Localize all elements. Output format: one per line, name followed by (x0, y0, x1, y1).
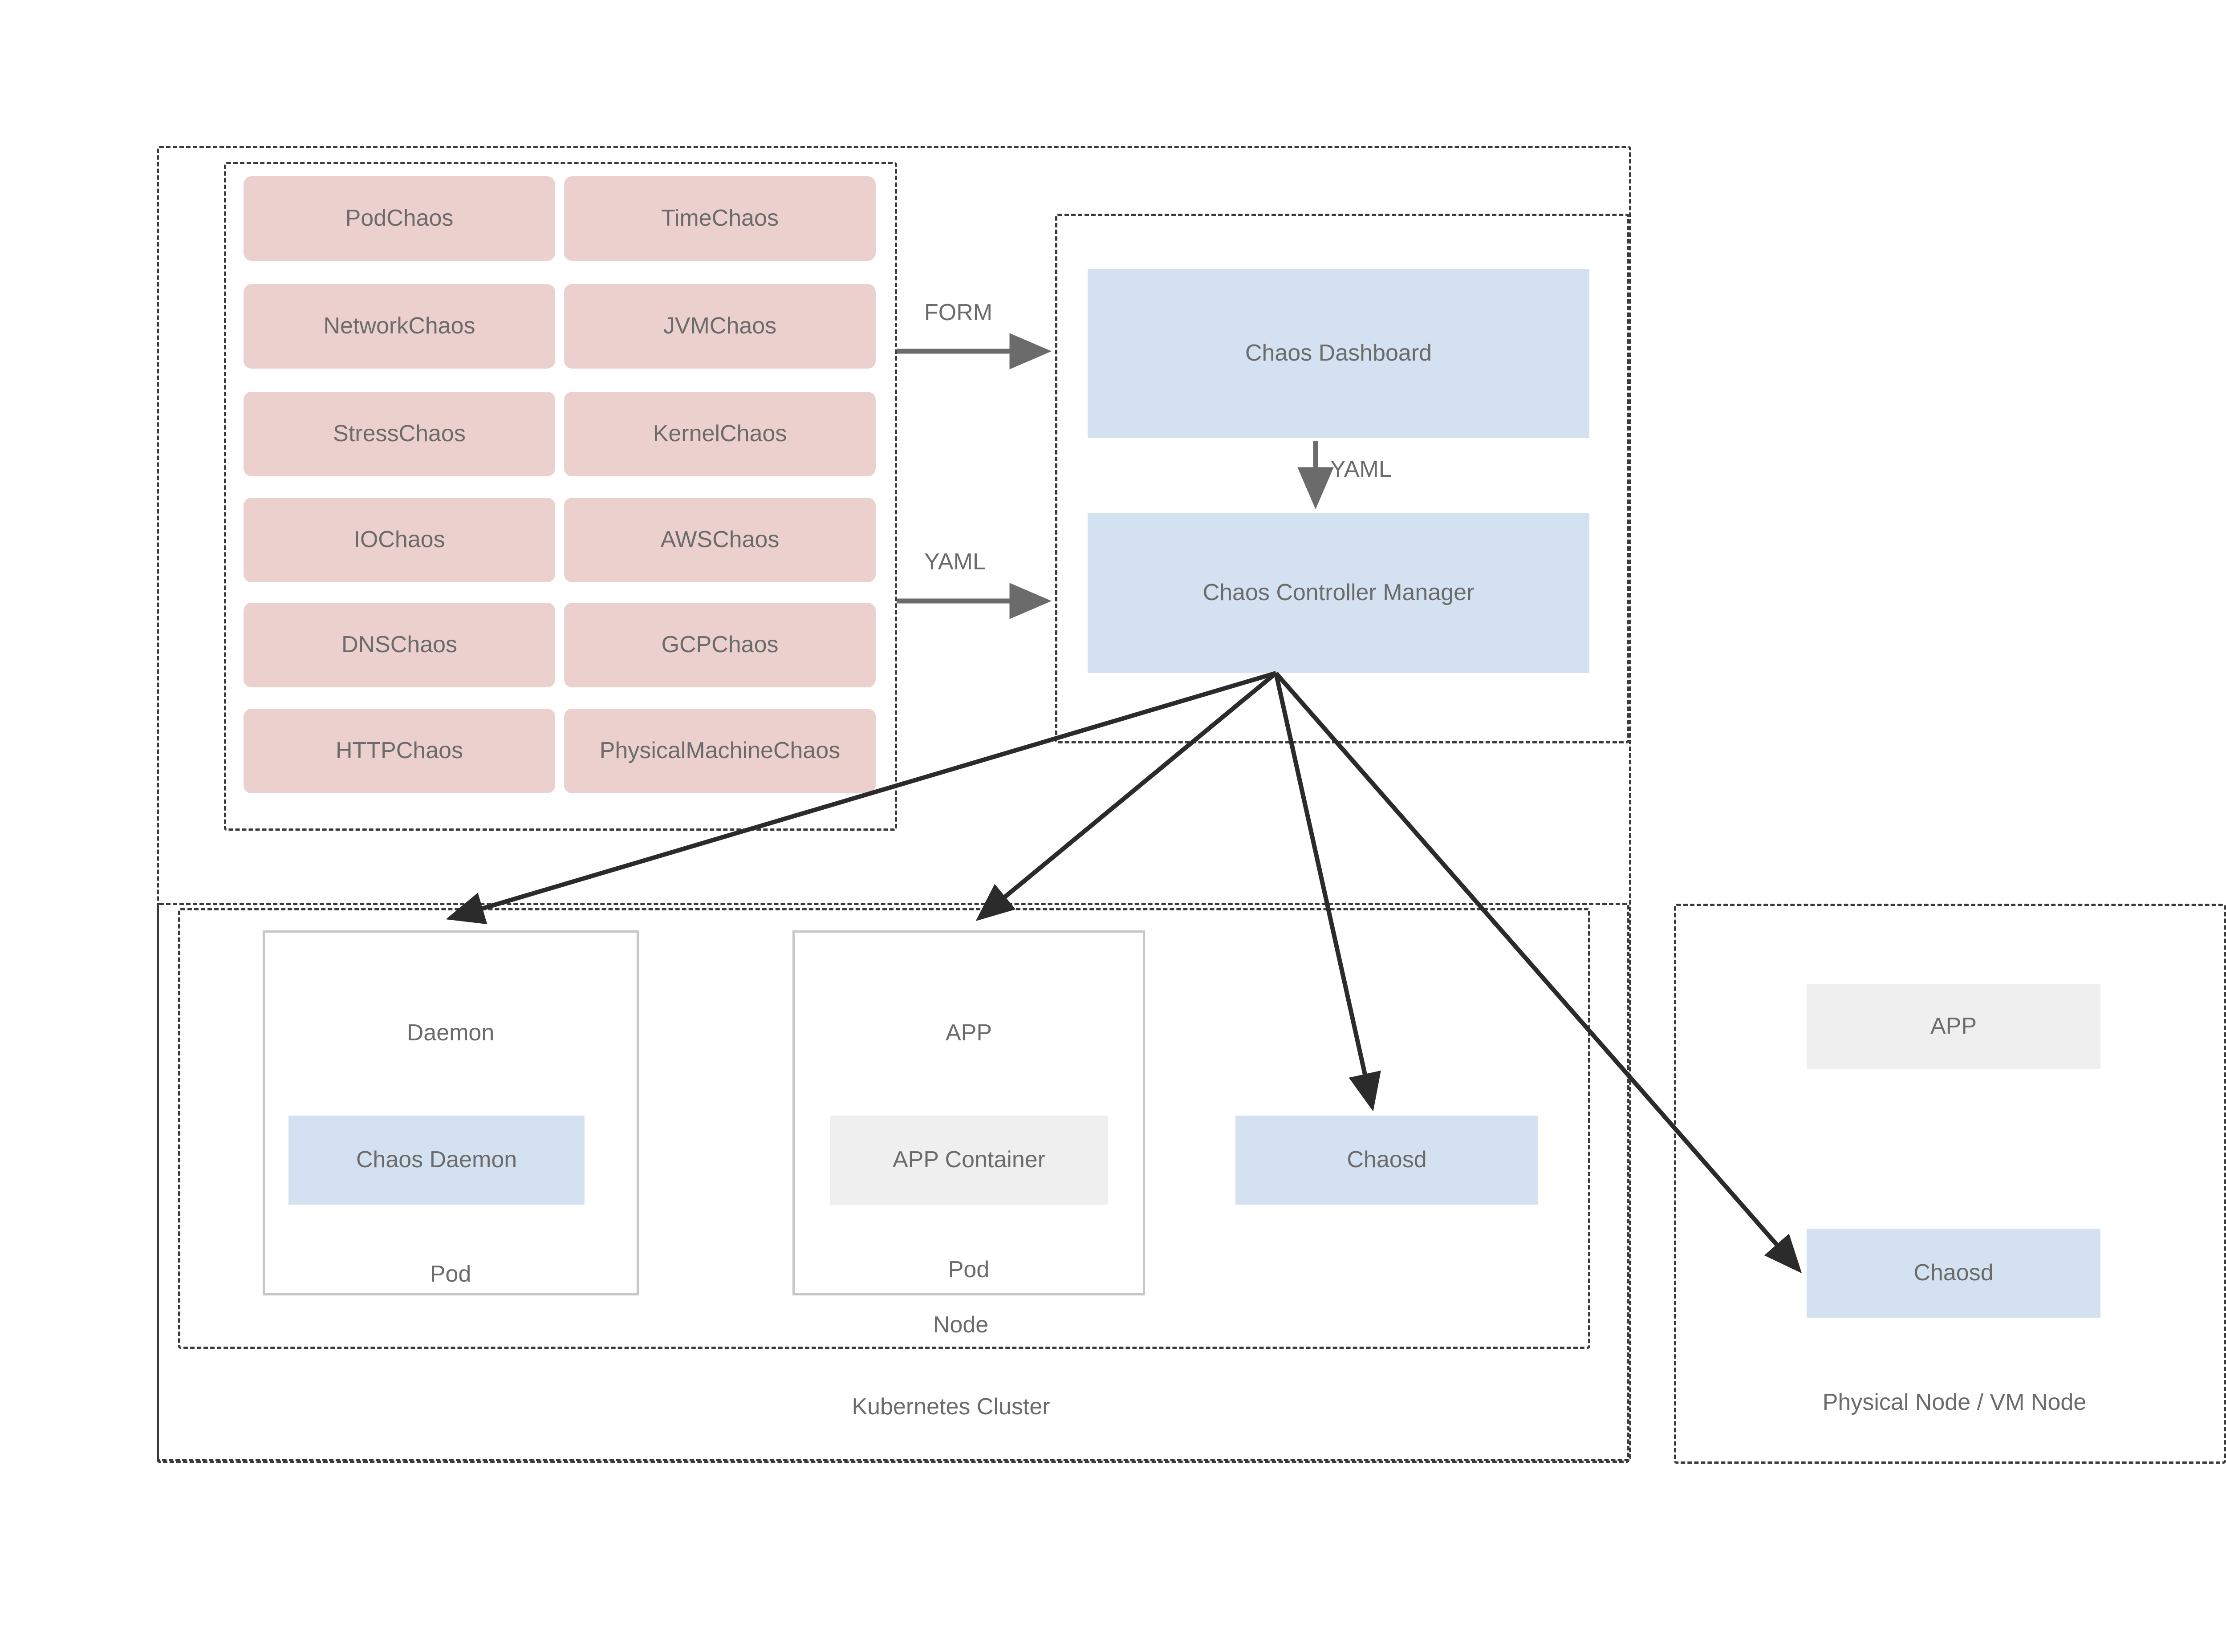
chaos-daemon-label: Chaos Daemon (356, 1147, 517, 1173)
chaos-type-chip[interactable]: JVMChaos (564, 284, 876, 369)
node-caption: Node (933, 1312, 989, 1338)
physical-node-app-label: APP (1930, 1013, 1977, 1039)
cluster-chaosd-label: Chaosd (1347, 1147, 1427, 1173)
app-container-label: APP Container (892, 1147, 1046, 1173)
chaos-type-label: TimeChaos (661, 205, 779, 231)
app-pod-box (792, 930, 1145, 1295)
chaos-type-chip[interactable]: DNSChaos (244, 603, 555, 687)
physical-node-app-box[interactable]: APP (1807, 984, 2100, 1069)
yaml-dashboard-controller-label: YAML (1330, 456, 1392, 482)
chaos-type-chip[interactable]: KernelChaos (564, 392, 876, 476)
form-edge-label: FORM (924, 300, 993, 325)
app-pod-caption: Pod (948, 1257, 990, 1283)
app-container-box[interactable]: APP Container (830, 1116, 1108, 1205)
chaos-type-chip[interactable]: StressChaos (244, 392, 555, 476)
chaos-type-chip[interactable]: AWSChaos (564, 498, 876, 582)
cluster-chaosd-box[interactable]: Chaosd (1235, 1116, 1538, 1205)
chaos-type-chip[interactable]: PodChaos (244, 176, 555, 261)
chaos-controller-manager-label: Chaos Controller Manager (1202, 580, 1475, 606)
chaos-type-label: GCPChaos (661, 632, 779, 658)
chaos-type-chip[interactable]: PhysicalMachineChaos (564, 709, 876, 793)
chaos-type-chip[interactable]: GCPChaos (564, 603, 876, 687)
chaos-type-chip[interactable]: HTTPChaos (244, 709, 555, 793)
chaos-type-chip[interactable]: IOChaos (244, 498, 555, 582)
chaos-type-label: JVMChaos (663, 313, 777, 339)
physical-node-chaosd-box[interactable]: Chaosd (1807, 1229, 2100, 1318)
chaos-type-label: AWSChaos (660, 527, 780, 553)
chaos-type-label: StressChaos (333, 421, 466, 447)
physical-node-caption: Physical Node / VM Node (1822, 1389, 2087, 1415)
chaos-type-label: IOChaos (353, 527, 445, 553)
chaos-type-label: NetworkChaos (323, 313, 475, 339)
chaos-type-chip[interactable]: NetworkChaos (244, 284, 555, 369)
app-pod-title: APP (945, 1020, 992, 1046)
daemon-pod-caption: Pod (430, 1261, 471, 1287)
daemon-pod-title: Daemon (406, 1020, 495, 1046)
chaos-dashboard-label: Chaos Dashboard (1245, 340, 1432, 366)
chaos-type-label: PodChaos (345, 205, 454, 231)
daemon-pod-box (263, 930, 639, 1295)
chaos-daemon-box[interactable]: Chaos Daemon (288, 1116, 585, 1205)
chaos-controller-manager-box[interactable]: Chaos Controller Manager (1088, 513, 1589, 673)
chaos-type-label: HTTPChaos (335, 738, 463, 764)
chaos-type-chip[interactable]: TimeChaos (564, 176, 876, 261)
kubernetes-cluster-caption: Kubernetes Cluster (852, 1394, 1050, 1420)
physical-node-chaosd-label: Chaosd (1913, 1260, 1994, 1286)
chaos-type-label: DNSChaos (341, 632, 458, 658)
chaos-type-label: KernelChaos (653, 421, 787, 447)
chaos-type-label: PhysicalMachineChaos (599, 738, 841, 764)
yaml-edge-label: YAML (924, 549, 986, 575)
chaos-dashboard-box[interactable]: Chaos Dashboard (1088, 269, 1589, 438)
